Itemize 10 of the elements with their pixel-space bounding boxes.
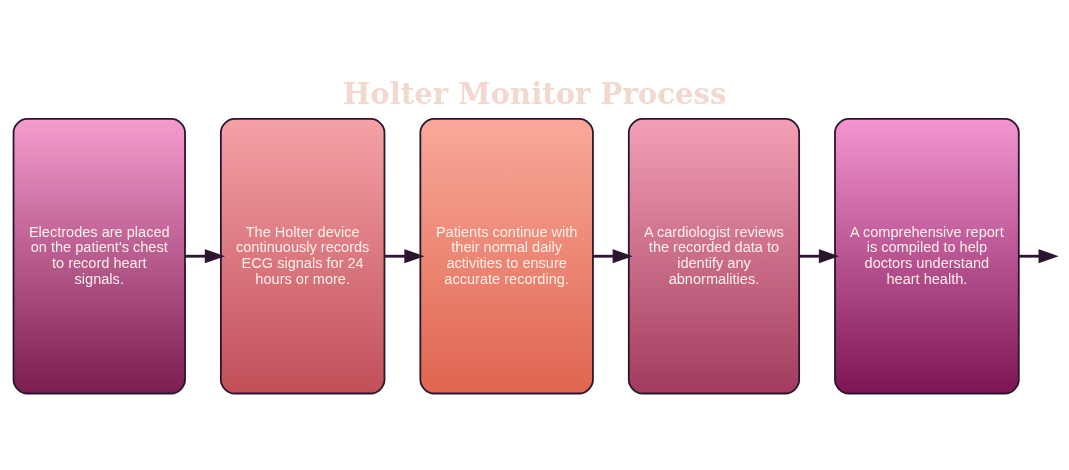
arrow (592, 248, 633, 263)
node-box: The Holter device continuously records ECG signals for 24 hours or more. (219, 117, 386, 394)
arrow (799, 248, 840, 263)
node-box: Patients continue with their normal daily activities to ensure accurate recording. (419, 117, 594, 394)
node-box: A cardiologist reviews the recorded data to identify any abnormalities. (627, 117, 801, 394)
arrow (384, 248, 425, 263)
arrow (185, 248, 225, 263)
node-box: Electrodes are placed on the patient's chest to record heart signals. (12, 117, 186, 394)
node-box: A comprehensive report is compiled to help doctors understand heart health. (834, 117, 1020, 394)
arrow (1019, 248, 1059, 263)
